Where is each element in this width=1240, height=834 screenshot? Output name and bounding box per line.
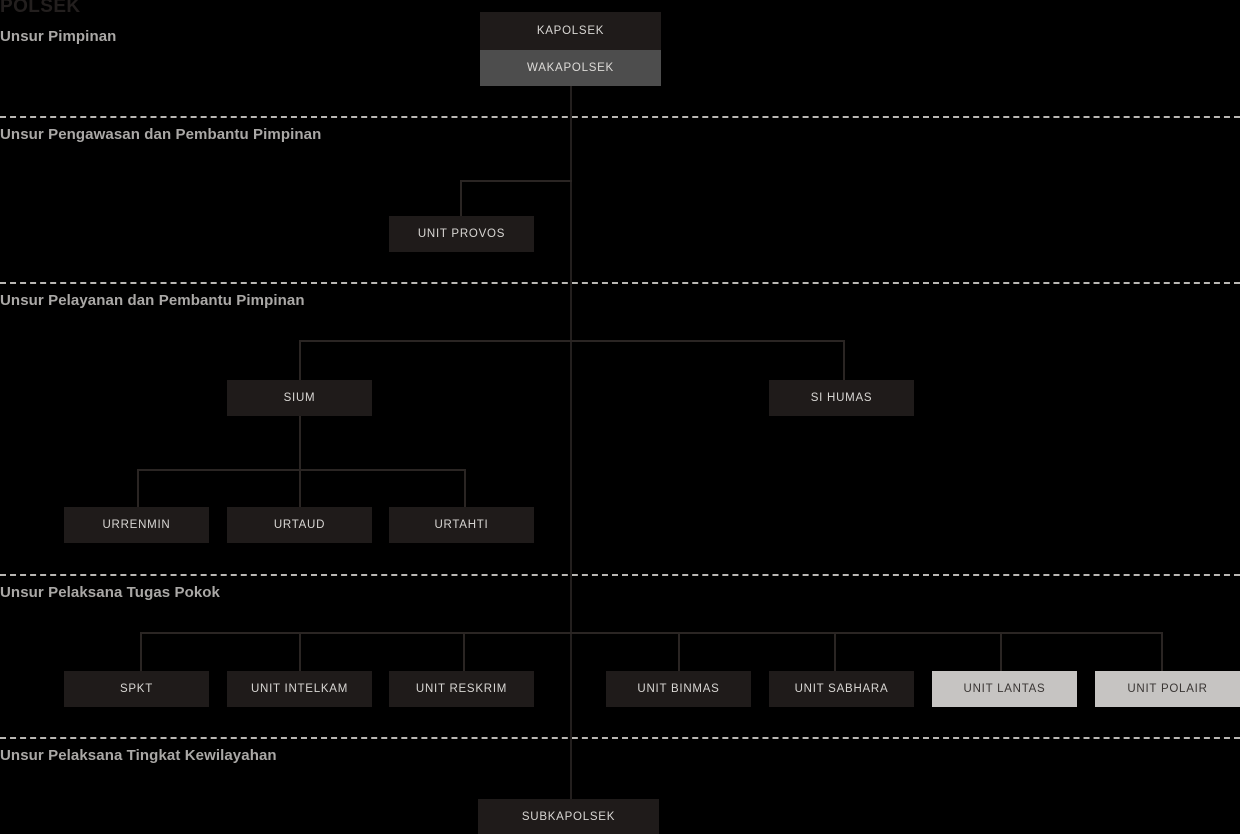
- node-wakapolsek[interactable]: WAKAPOLSEK: [480, 50, 661, 86]
- node-unit-polair[interactable]: UNIT POLAIR: [1095, 671, 1240, 707]
- section-divider-4: [0, 737, 1240, 739]
- connector-provos-horizontal: [460, 180, 572, 182]
- connector-sium-drop: [299, 340, 301, 380]
- page-title: POLSEK: [0, 0, 81, 17]
- node-si-humas[interactable]: SI HUMAS: [769, 380, 914, 416]
- connector-provos-stub: [460, 180, 462, 218]
- node-urtahti[interactable]: URTAHTI: [389, 507, 534, 543]
- node-urrenmin[interactable]: URRENMIN: [64, 507, 209, 543]
- section-label-unsur-pimpinan: Unsur Pimpinan: [0, 28, 117, 45]
- section-label-unsur-pelaksana-kewilayahan: Unsur Pelaksana Tingkat Kewilayahan: [0, 747, 277, 764]
- node-unit-sabhara[interactable]: UNIT SABHARA: [769, 671, 914, 707]
- connector-sium-down: [299, 415, 301, 470]
- connector-lantas-drop: [1000, 632, 1002, 671]
- section-divider-1: [0, 116, 1240, 118]
- connector-urtahti-drop: [464, 469, 466, 507]
- section-divider-2: [0, 282, 1240, 284]
- connector-pelayanan-bar: [299, 340, 845, 342]
- connector-polair-drop: [1161, 632, 1163, 671]
- section-label-unsur-pelayanan: Unsur Pelayanan dan Pembantu Pimpinan: [0, 292, 305, 309]
- node-sium[interactable]: SIUM: [227, 380, 372, 416]
- connector-spkt-drop: [140, 632, 142, 671]
- node-unit-reskrim[interactable]: UNIT RESKRIM: [389, 671, 534, 707]
- section-label-unsur-pengawasan: Unsur Pengawasan dan Pembantu Pimpinan: [0, 126, 322, 143]
- connector-reskrim-drop: [463, 632, 465, 671]
- node-spkt[interactable]: SPKT: [64, 671, 209, 707]
- node-urtaud[interactable]: URTAUD: [227, 507, 372, 543]
- connector-main-spine: [570, 86, 572, 801]
- connector-pelaksana-bar: [140, 632, 1163, 634]
- connector-sium-children-bar: [137, 469, 466, 471]
- connector-urtaud-drop: [299, 469, 301, 507]
- connector-urrenmin-drop: [137, 469, 139, 507]
- node-unit-provos[interactable]: UNIT PROVOS: [389, 216, 534, 252]
- section-label-unsur-pelaksana-tugas-pokok: Unsur Pelaksana Tugas Pokok: [0, 584, 221, 601]
- section-divider-3: [0, 574, 1240, 576]
- node-unit-intelkam[interactable]: UNIT INTELKAM: [227, 671, 372, 707]
- connector-sihumas-drop: [843, 340, 845, 380]
- node-unit-lantas[interactable]: UNIT LANTAS: [932, 671, 1077, 707]
- node-unit-binmas[interactable]: UNIT BINMAS: [606, 671, 751, 707]
- connector-binmas-drop: [678, 632, 680, 671]
- connector-sabhara-drop: [834, 632, 836, 671]
- connector-intelkam-drop: [299, 632, 301, 671]
- node-kapolsek[interactable]: KAPOLSEK: [480, 12, 661, 50]
- node-subkapolsek[interactable]: SUBKAPOLSEK: [478, 799, 659, 834]
